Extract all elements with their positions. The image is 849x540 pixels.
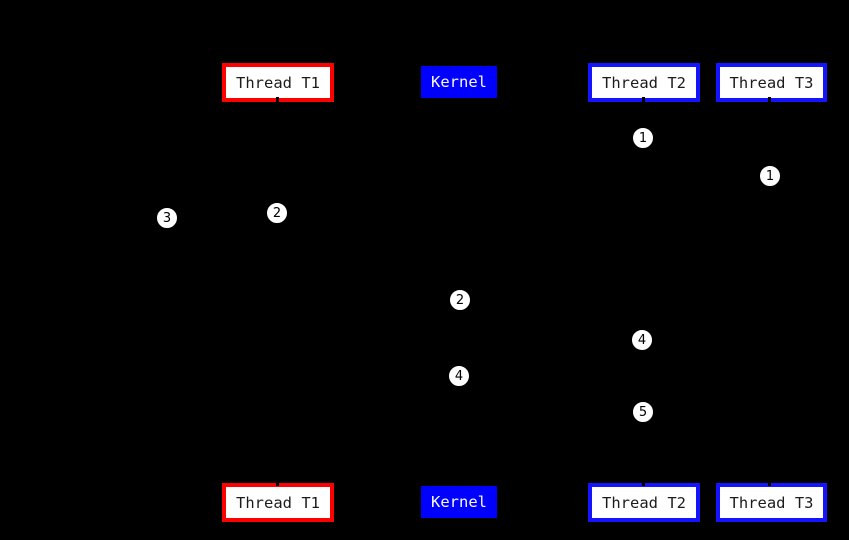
thread-t2-box-bottom: Thread T2	[588, 483, 700, 522]
kernel-box-bottom: Kernel	[421, 486, 497, 518]
step-marker-4-kernel: 4	[448, 365, 470, 387]
thread-t1-box-bottom: Thread T1	[222, 483, 334, 522]
step-marker-1-thread-t2: 1	[632, 127, 654, 149]
lifeline-stub-t1-top	[276, 97, 279, 105]
step-marker-3-left: 3	[156, 207, 178, 229]
step-marker-2-thread-t1: 2	[266, 202, 288, 224]
step-marker-5-thread-t2: 5	[632, 401, 654, 423]
thread-t3-box-bottom: Thread T3	[716, 483, 827, 522]
lifeline-stub-t2-bottom	[642, 478, 645, 486]
kernel-box-top: Kernel	[421, 66, 497, 98]
lifeline-stub-t1-bottom	[276, 478, 279, 486]
thread-t3-box-top: Thread T3	[716, 63, 827, 102]
step-marker-4-thread-t2: 4	[631, 329, 653, 351]
step-marker-1-thread-t3: 1	[759, 165, 781, 187]
lifeline-stub-t2-top	[642, 97, 645, 105]
step-marker-2-kernel: 2	[449, 289, 471, 311]
lifeline-stub-t3-bottom	[768, 478, 771, 486]
lifeline-stub-t3-top	[768, 97, 771, 105]
